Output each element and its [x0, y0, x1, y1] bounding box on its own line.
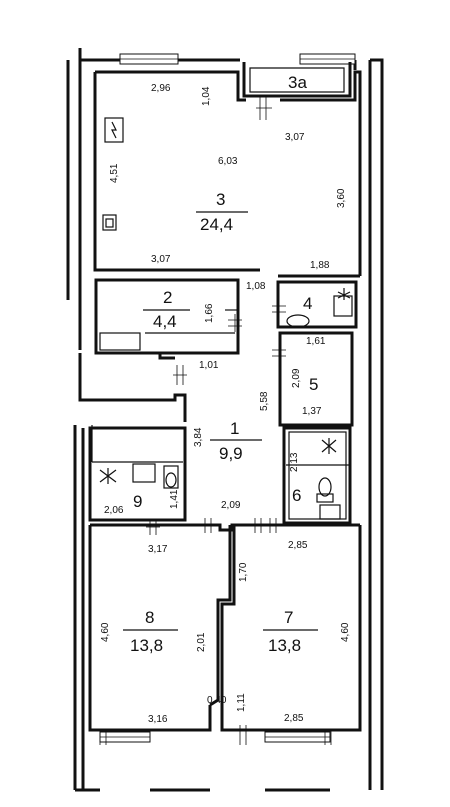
fixtures [99, 117, 353, 520]
dim-label: 1,08 [246, 281, 266, 292]
toilet-icon [163, 465, 179, 489]
dim-label: 1,88 [310, 260, 330, 271]
bathtub-icon [132, 463, 156, 483]
dim-label: 2,01 [196, 632, 207, 652]
dim-label: 1,11 [236, 693, 247, 712]
room-2-number: 2 [163, 288, 172, 307]
dim-label: 4,60 [100, 622, 111, 642]
room-3-area: 24,4 [200, 215, 233, 234]
dim-label: 3,84 [193, 427, 204, 447]
room-8-number: 8 [145, 608, 154, 627]
sink-icon [102, 214, 117, 231]
dim-label: 2,85 [288, 540, 308, 551]
room-2-area: 4,4 [153, 312, 177, 331]
room-9-number: 9 [133, 492, 142, 511]
dim-label: 1,61 [306, 336, 326, 347]
room-7-number: 7 [284, 608, 293, 627]
dim-label: 2,09 [221, 500, 241, 511]
room-5-number: 5 [309, 375, 318, 394]
room-1-area: 9,9 [219, 444, 243, 463]
dim-label: 5,58 [259, 391, 270, 411]
door-marks [99, 95, 332, 745]
toilet-icon [286, 314, 310, 328]
toilet-icon [318, 477, 332, 497]
electrical-panel-icon [104, 117, 124, 143]
sink-icon [333, 295, 353, 317]
dim-label: 3,17 [148, 544, 168, 555]
dim-label: 1,70 [238, 562, 249, 582]
dimension-labels: 2,96 1,04 3,07 6,03 4,51 3,60 3,07 1,88 … [100, 83, 351, 725]
dim-label: 1,41 [169, 489, 180, 509]
dim-label: 2,96 [151, 83, 171, 94]
fan-icon [99, 468, 117, 484]
dim-label: 6,03 [218, 156, 238, 167]
room-3-number: 3 [216, 190, 225, 209]
room-1-number: 1 [230, 419, 239, 438]
dim-label: 1,66 [204, 303, 215, 323]
dim-label: 2,09 [291, 368, 302, 388]
dim-label: 0,40 [207, 695, 227, 706]
dim-label: 1,01 [199, 360, 219, 371]
dim-label: 3,16 [148, 714, 168, 725]
dim-label: 2,13 [289, 452, 300, 472]
dim-label: 3,60 [336, 188, 347, 208]
sink-icon [319, 504, 341, 520]
dim-label: 3,07 [285, 132, 305, 143]
windows [99, 53, 356, 743]
fan-icon [321, 438, 337, 454]
room-8-area: 13,8 [130, 636, 163, 655]
dim-label: 2,85 [284, 713, 304, 724]
room-4-number: 4 [303, 294, 312, 313]
interior-walls [78, 62, 362, 732]
room-labels: 3а 3 24,4 2 4,4 4 5 1 9,9 9 6 8 13,8 7 1… [123, 73, 318, 655]
dim-label: 3,07 [151, 254, 171, 265]
room-6-number: 6 [292, 486, 301, 505]
room-7-area: 13,8 [268, 636, 301, 655]
dim-label: 1,04 [201, 86, 212, 106]
dim-label: 1,37 [302, 406, 322, 417]
dim-label: 4,51 [109, 163, 120, 183]
dim-label: 2,06 [104, 505, 124, 516]
dim-label: 4,60 [340, 622, 351, 642]
room-3a-number: 3а [288, 73, 307, 92]
